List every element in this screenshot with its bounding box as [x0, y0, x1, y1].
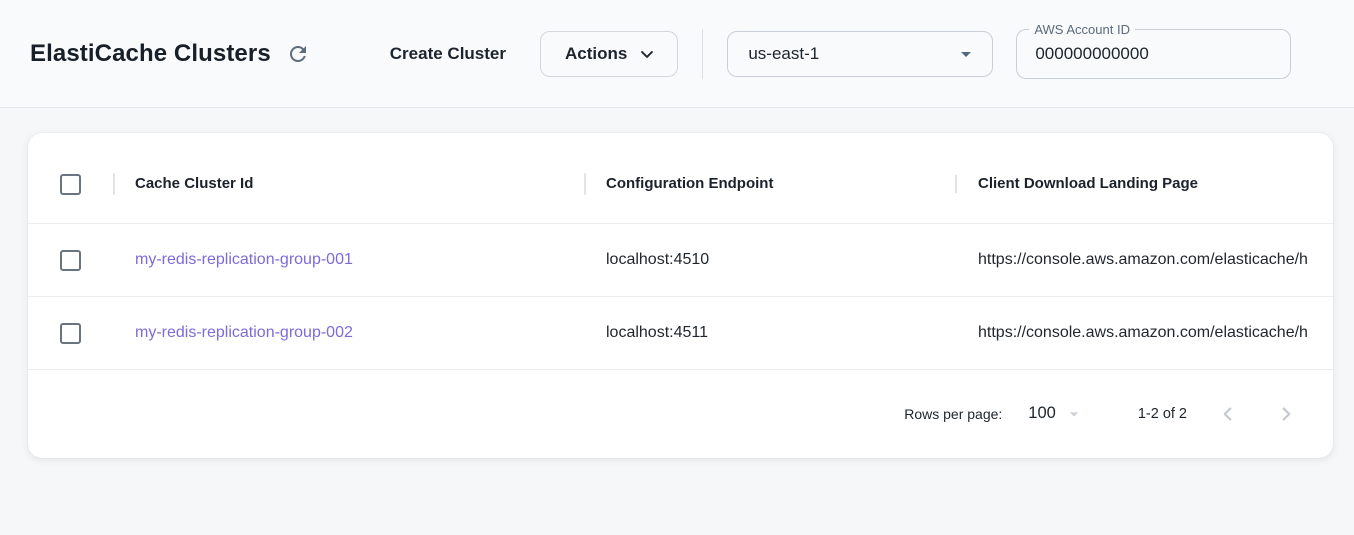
rows-per-page-select[interactable]: 100: [1028, 404, 1084, 424]
select-all-cell: [28, 173, 113, 195]
rows-per-page-label: Rows per page:: [904, 406, 1003, 422]
aws-account-id-label: AWS Account ID: [1029, 20, 1135, 38]
table-header-row: Cache Cluster Id Configuration Endpoint …: [28, 145, 1333, 224]
region-select[interactable]: us-east-1: [727, 30, 994, 77]
column-header-cache-cluster-id[interactable]: Cache Cluster Id: [113, 175, 584, 193]
select-all-checkbox[interactable]: [60, 173, 81, 195]
aws-account-id-input[interactable]: [1035, 43, 1273, 64]
chevron-right-icon: [1275, 403, 1297, 425]
aws-account-id-field: AWS Account ID: [1016, 20, 1292, 79]
previous-page-button[interactable]: [1209, 395, 1247, 433]
column-header-client-download-landing-page[interactable]: Client Download Landing Page: [955, 175, 1333, 193]
configuration-endpoint-cell: localhost:4511: [606, 324, 708, 341]
cache-cluster-id-cell: my-redis-replication-group-001: [113, 251, 584, 269]
refresh-button[interactable]: [284, 40, 312, 68]
pagination-range-label: 1-2 of 2: [1137, 406, 1187, 422]
clusters-table-card: Cache Cluster Id Configuration Endpoint …: [28, 133, 1333, 458]
refresh-icon: [286, 42, 310, 66]
landing-page-cell: https://console.aws.amazon.com/elasticac…: [978, 251, 1308, 268]
next-page-button[interactable]: [1267, 395, 1305, 433]
dropdown-arrow-icon: [1064, 404, 1084, 424]
page-title: ElastiCache Clusters: [30, 39, 271, 67]
cluster-id-link[interactable]: my-redis-replication-group-002: [135, 324, 353, 341]
chevron-left-icon: [1217, 403, 1239, 425]
page-header: ElastiCache Clusters Create Cluster Acti…: [0, 0, 1354, 108]
column-header-configuration-endpoint[interactable]: Configuration Endpoint: [584, 175, 955, 193]
landing-page-cell: https://console.aws.amazon.com/elasticac…: [978, 324, 1308, 341]
cache-cluster-id-cell: my-redis-replication-group-002: [113, 324, 584, 342]
actions-button-label: Actions: [565, 43, 628, 63]
configuration-endpoint-cell: localhost:4510: [606, 251, 710, 268]
row-checkbox[interactable]: [60, 322, 81, 344]
rows-per-page-value: 100: [1028, 404, 1056, 422]
cluster-id-link[interactable]: my-redis-replication-group-001: [135, 251, 353, 268]
row-checkbox[interactable]: [60, 249, 81, 271]
region-select-value: us-east-1: [748, 43, 820, 63]
actions-button[interactable]: Actions: [540, 30, 679, 77]
create-cluster-button[interactable]: Create Cluster: [389, 43, 506, 63]
chevron-down-icon: [637, 44, 657, 64]
dropdown-arrow-icon: [954, 42, 978, 66]
table-row: my-redis-replication-group-002 localhost…: [28, 297, 1333, 370]
table-pagination: Rows per page: 100 1-2 of 2: [28, 370, 1333, 458]
header-divider: [702, 28, 704, 79]
table-row: my-redis-replication-group-001 localhost…: [28, 224, 1333, 297]
row-select-cell: [28, 249, 113, 271]
row-select-cell: [28, 322, 113, 344]
